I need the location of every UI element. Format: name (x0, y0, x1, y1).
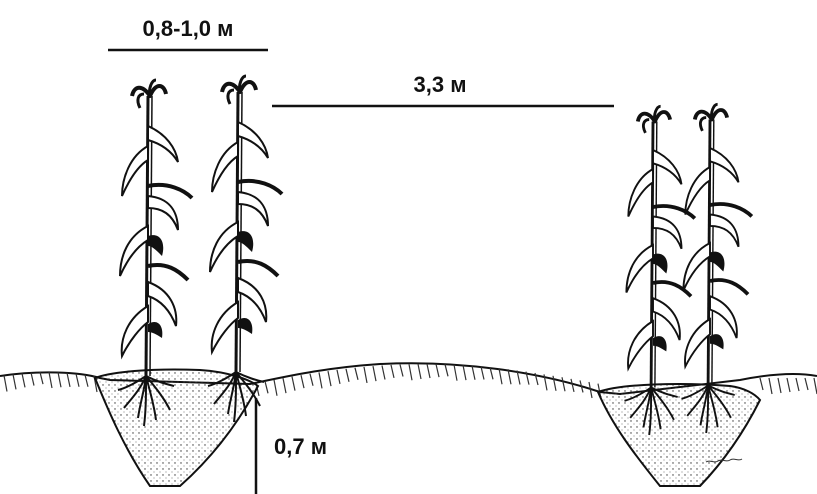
hatch-stroke (382, 365, 385, 379)
hatch-stroke (283, 378, 286, 393)
trench-depth-label: 0,7 м (274, 434, 327, 459)
hatch-stroke (319, 372, 322, 388)
hatch-stroke (778, 378, 781, 393)
hatch-stroke (562, 377, 565, 391)
hatch-stroke (364, 367, 367, 383)
hatch-stroke (400, 365, 403, 377)
hatch-stroke (31, 373, 34, 386)
hatch-stroke (58, 372, 61, 387)
hatch-stroke (274, 380, 277, 396)
hatch-stroke (463, 365, 466, 380)
hatch-stroke (337, 370, 340, 384)
hatch-stroke (346, 369, 349, 382)
hatch-stroke (373, 366, 376, 381)
hatch-stroke (49, 372, 52, 388)
hatch-stroke (418, 364, 421, 379)
hatch-stroke (22, 373, 25, 387)
hatch-stroke (481, 366, 484, 379)
row-gap-label: 3,3 м (414, 72, 467, 97)
hatch-stroke (571, 379, 574, 392)
hatch-stroke (472, 366, 475, 380)
hatch-stroke (553, 376, 556, 391)
hatch-stroke (67, 373, 70, 387)
hatch-stroke (301, 375, 304, 388)
hatch-stroke (265, 381, 268, 393)
hatch-stroke (796, 378, 799, 391)
hatch-stroke (76, 374, 79, 387)
hatch-stroke (310, 374, 313, 386)
plant-left-2 (208, 76, 282, 422)
plant-spacing-label: 0,8-1,0 м (143, 16, 234, 41)
hatch-stroke (787, 378, 790, 392)
hatch-stroke (391, 365, 394, 378)
hatch-stroke (454, 365, 457, 381)
hatch-stroke (436, 364, 439, 377)
hatch-stroke (499, 368, 502, 384)
hatch-stroke (40, 372, 43, 384)
hatch-stroke (760, 378, 763, 390)
hatch-stroke (4, 375, 7, 391)
hatch-stroke (85, 375, 88, 387)
hatch-stroke (769, 378, 772, 394)
hatch-stroke (13, 374, 16, 389)
hatch-stroke (355, 368, 358, 380)
hatch-stroke (328, 371, 331, 386)
hatch-stroke (427, 364, 430, 378)
right-trench (598, 384, 760, 486)
hatch-stroke (445, 364, 448, 376)
hatch-stroke (292, 377, 295, 391)
hatch-stroke (805, 378, 808, 390)
hatch-stroke (409, 364, 412, 380)
